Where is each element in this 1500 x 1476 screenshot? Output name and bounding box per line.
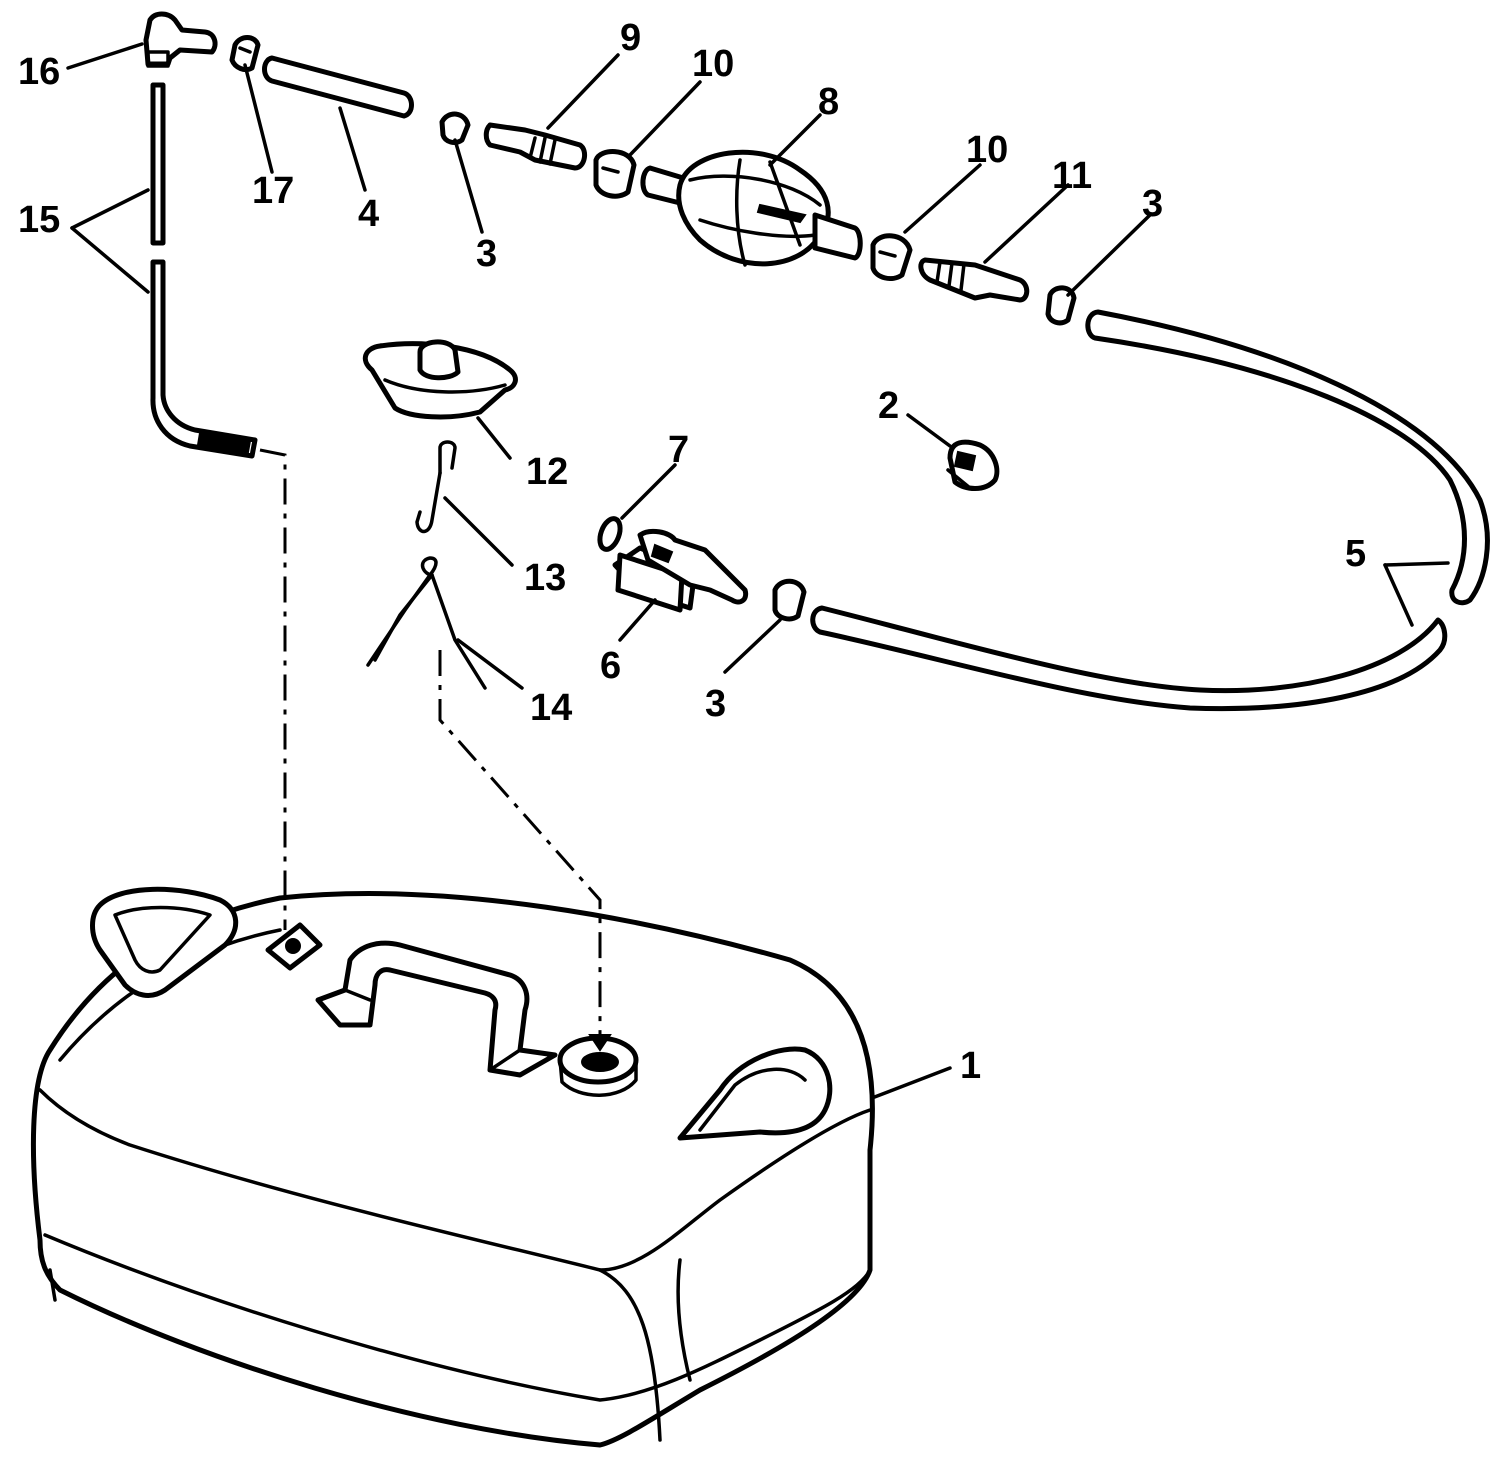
fuel-connector bbox=[612, 528, 749, 613]
primer-bulb bbox=[640, 149, 863, 267]
callout-6: 6 bbox=[600, 645, 621, 687]
callout-12: 12 bbox=[526, 451, 568, 493]
callout-11: 11 bbox=[1052, 155, 1092, 197]
clamp-17 bbox=[229, 35, 261, 73]
short-hose bbox=[262, 55, 414, 119]
spring-wire bbox=[366, 556, 487, 690]
callout-3-lower: 3 bbox=[705, 683, 726, 725]
clamp-3-upper bbox=[439, 111, 471, 145]
tank-right-grip bbox=[677, 1046, 833, 1141]
fuel-line-hose bbox=[810, 309, 1490, 712]
assembly-lines bbox=[259, 448, 612, 1052]
callout-3-upper: 3 bbox=[476, 233, 497, 275]
callout-14: 14 bbox=[530, 687, 572, 729]
callout-5: 5 bbox=[1345, 533, 1366, 575]
callout-17: 17 bbox=[252, 170, 294, 212]
clamp-3-lower bbox=[772, 578, 807, 622]
callout-16: 16 bbox=[18, 51, 60, 93]
tank-carry-handle bbox=[315, 940, 558, 1078]
fitting-9 bbox=[483, 122, 588, 171]
callout-7: 7 bbox=[668, 429, 689, 471]
callout-3-right: 3 bbox=[1142, 183, 1163, 225]
leader-lines bbox=[66, 42, 1450, 1100]
clamp-10-left bbox=[593, 149, 637, 199]
callout-1: 1 bbox=[960, 1045, 981, 1087]
callout-9: 9 bbox=[620, 17, 641, 59]
callout-2: 2 bbox=[878, 385, 899, 427]
fitting-11 bbox=[918, 257, 1030, 303]
filler-cap bbox=[362, 339, 518, 420]
callout-4: 4 bbox=[358, 193, 379, 235]
tank-left-grip bbox=[90, 886, 239, 998]
small-fitting-2 bbox=[946, 439, 1000, 491]
hook-wire bbox=[415, 440, 457, 534]
callout-15: 15 bbox=[18, 199, 60, 241]
tank-vent-fitting bbox=[265, 922, 323, 971]
vent-tube bbox=[150, 82, 258, 459]
callout-8: 8 bbox=[818, 81, 839, 123]
callout-labels: 16 17 4 3 9 10 8 10 11 3 15 12 2 7 13 5 … bbox=[18, 17, 1366, 1087]
clamp-10-right bbox=[870, 233, 913, 281]
callout-13: 13 bbox=[524, 557, 566, 599]
callout-10-right: 10 bbox=[966, 129, 1008, 171]
o-ring bbox=[597, 516, 623, 552]
vent-elbow bbox=[143, 11, 218, 68]
callout-10-left: 10 bbox=[692, 43, 734, 85]
fuel-tank bbox=[30, 891, 875, 1448]
